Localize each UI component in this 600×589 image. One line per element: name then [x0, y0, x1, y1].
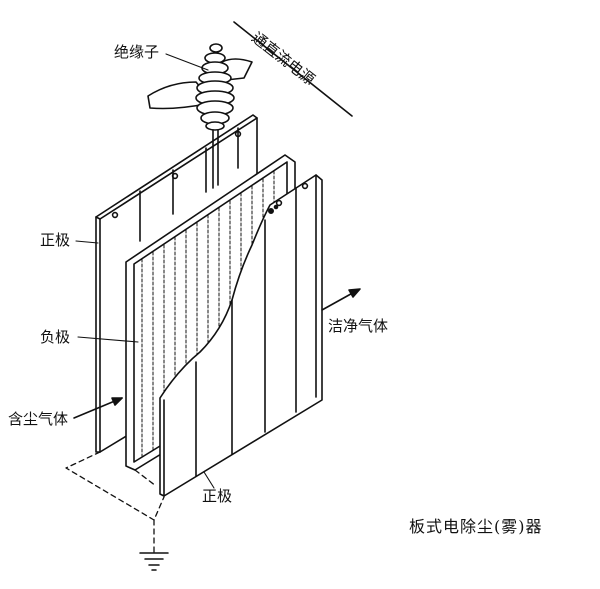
negative-electrode-label: 负极	[40, 328, 71, 346]
ground-symbol	[139, 552, 169, 571]
diagram-caption: 板式电除尘(雾)器	[409, 517, 543, 536]
ground-wire	[65, 451, 165, 553]
insulator	[147, 43, 253, 189]
dusty-gas-label: 含尘气体	[8, 410, 69, 428]
positive-plate-label-left: 正极	[40, 231, 71, 249]
front-positive-plate	[159, 174, 323, 497]
dusty-gas-arrow	[73, 397, 123, 419]
dc-supply-wire	[233, 21, 353, 117]
clean-gas-arrow	[321, 288, 361, 311]
insulator-label: 绝缘子	[114, 43, 160, 61]
positive-plate-label-bottom: 正极	[202, 487, 233, 505]
clean-gas-label: 洁净气体	[328, 317, 389, 335]
